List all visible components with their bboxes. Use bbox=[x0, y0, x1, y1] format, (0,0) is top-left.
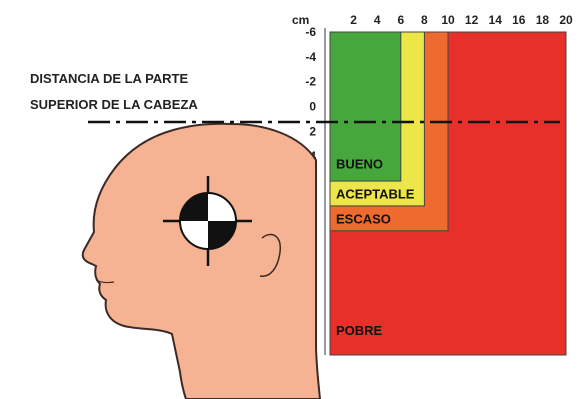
mouth-line bbox=[95, 279, 115, 284]
x-tick-label: 8 bbox=[421, 13, 428, 27]
x-tick-label: 14 bbox=[489, 13, 503, 27]
zones-layer bbox=[329, 31, 567, 356]
y-tick-label: 0 bbox=[309, 100, 316, 114]
y-tick-label: 2 bbox=[309, 124, 316, 138]
y-tick-label: -2 bbox=[305, 75, 316, 89]
y-tick-label: -6 bbox=[305, 25, 316, 39]
crash-test-target-icon bbox=[163, 176, 252, 266]
x-tick-label: 18 bbox=[536, 13, 550, 27]
zone-bueno bbox=[329, 31, 402, 182]
x-tick-label: 16 bbox=[512, 13, 526, 27]
zone-labels: BUENO ACEPTABLE ESCASO POBRE bbox=[336, 157, 415, 338]
zone-label-pobre: POBRE bbox=[336, 323, 383, 338]
zone-label-escaso: ESCASO bbox=[336, 211, 391, 226]
y-tick-label: -4 bbox=[305, 50, 316, 64]
x-tick-label: 12 bbox=[465, 13, 479, 27]
x-tick-label: 20 bbox=[559, 13, 573, 27]
x-tick-label: 6 bbox=[397, 13, 404, 27]
unit-label: cm bbox=[292, 13, 309, 27]
x-axis-ticks: 2 4 6 8 10 12 14 16 18 20 bbox=[350, 13, 573, 27]
head-silhouette bbox=[81, 122, 322, 399]
description-label-line1: DISTANCIA DE LA PARTE bbox=[30, 71, 188, 86]
description-label-line2: SUPERIOR DE LA CABEZA bbox=[30, 97, 198, 112]
head-shape bbox=[81, 122, 322, 399]
ear-shape bbox=[259, 233, 281, 277]
zone-label-bueno: BUENO bbox=[336, 157, 383, 172]
x-tick-label: 2 bbox=[350, 13, 357, 27]
x-tick-label: 10 bbox=[441, 13, 455, 27]
zone-label-aceptable: ACEPTABLE bbox=[336, 187, 415, 202]
x-tick-label: 4 bbox=[374, 13, 381, 27]
